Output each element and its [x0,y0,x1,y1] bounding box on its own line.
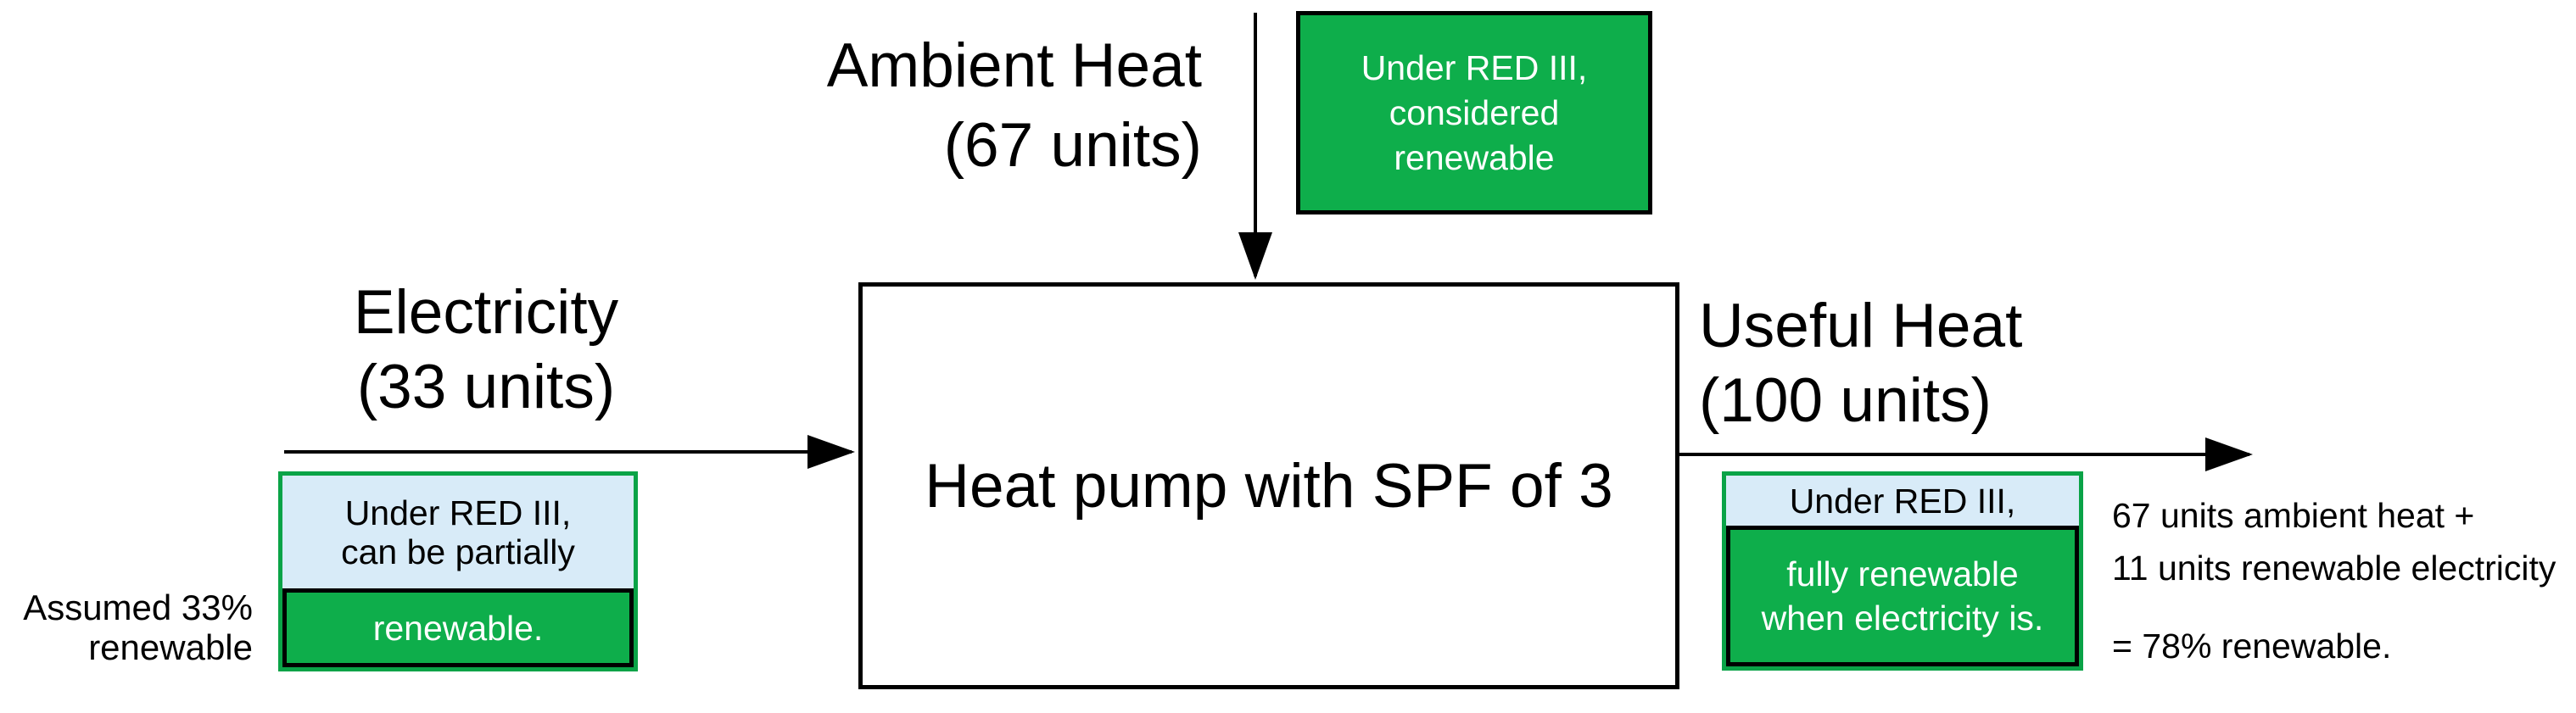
electricity-callout-blue-section: Under RED III, can be partially [282,476,634,588]
ambient-heat-label-line2: (67 units) [943,111,1202,180]
electricity-label-line2: (33 units) [356,353,616,421]
useful-heat-label: Useful Heat (100 units) [1699,289,2022,438]
electricity-callout-blue-line1: Under RED III, [344,493,572,532]
assumed-annotation-line2: renewable [88,627,253,667]
useful-callout-green-section: fully renewable when electricity is. [1726,526,2079,666]
result-annotation-line2: 11 units renewable electricity [2112,549,2556,588]
electricity-callout-green-line1: renewable. [372,608,544,648]
useful-heat-renewable-callout: Under RED III, fully renewable when elec… [1722,471,2083,671]
result-percentage-annotation: = 78% renewable. [2112,620,2391,672]
electricity-callout-blue-line2: can be partially [341,532,575,571]
useful-heat-label-line2: (100 units) [1699,366,1992,435]
useful-callout-green-line1: fully renewable [1786,554,2019,593]
ambient-callout-line3: renewable [1394,137,1555,177]
result-annotation-line1: 67 units ambient heat + [2112,496,2475,535]
ambient-heat-label-line1: Ambient Heat [826,31,1202,100]
assumed-renewable-annotation: Assumed 33% renewable [23,588,253,667]
electricity-renewable-callout: Under RED III, can be partially renewabl… [278,471,638,671]
electricity-callout-green-section: renewable. [282,588,634,667]
useful-callout-blue-line1: Under RED III, [1789,481,2016,521]
result-sum-annotation: 67 units ambient heat + 11 units renewab… [2112,489,2556,594]
useful-callout-blue-section: Under RED III, [1726,476,2079,526]
ambient-callout-line1: Under RED III, [1361,47,1588,87]
result-annotation-line3: = 78% renewable. [2112,627,2392,666]
ambient-renewable-callout: Under RED III, considered renewable [1296,11,1652,214]
useful-heat-label-line1: Useful Heat [1699,292,2023,360]
heat-pump-box: Heat pump with SPF of 3 [858,282,1679,689]
heat-pump-box-label: Heat pump with SPF of 3 [925,451,1613,521]
assumed-annotation-line1: Assumed 33% [23,588,253,627]
useful-callout-green-line2: when electricity is. [1761,599,2044,638]
electricity-label: Electricity (33 units) [206,276,766,425]
ambient-callout-line2: considered [1389,92,1560,132]
electricity-label-line1: Electricity [353,278,619,347]
ambient-heat-label: Ambient Heat (67 units) [827,26,1202,186]
